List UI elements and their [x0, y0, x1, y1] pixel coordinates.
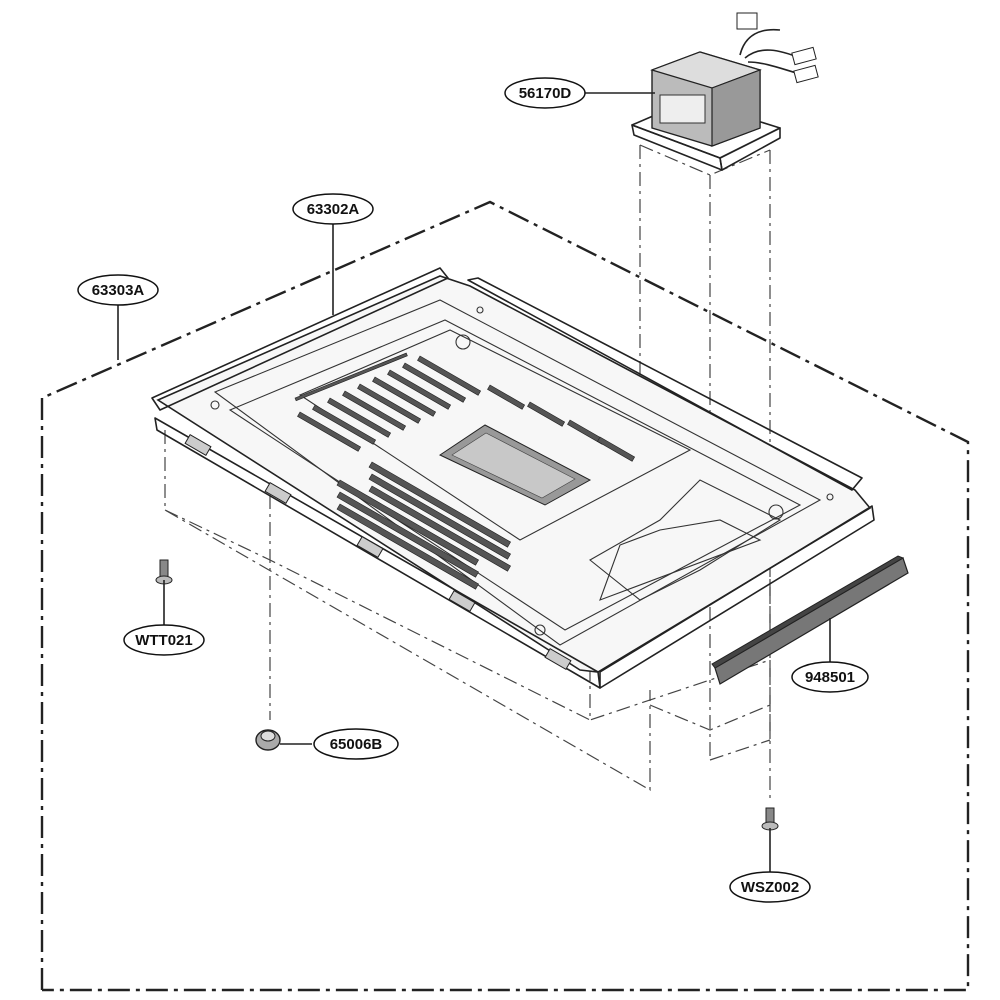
callout-948501: 948501 [791, 661, 869, 693]
leader-lines [117, 92, 831, 872]
base-plate [151, 267, 875, 689]
callout-label: 65006B [330, 736, 383, 753]
filter-strip [711, 555, 909, 685]
callout-WSZ002: WSZ002 [729, 871, 811, 903]
outer-case-outline [40, 200, 970, 992]
callout-label: WSZ002 [741, 879, 799, 896]
foot [255, 729, 281, 751]
callout-63302A: 63302A [292, 193, 374, 225]
callout-label: 63302A [307, 201, 360, 218]
callout-label: 948501 [805, 669, 855, 686]
callout-label: 63303A [92, 282, 145, 299]
callout-65006B: 65006B [313, 728, 399, 760]
callout-label: WTT021 [135, 632, 193, 649]
vent-slots [294, 352, 636, 590]
screw-right [761, 807, 779, 831]
callout-WTT021: WTT021 [123, 624, 205, 656]
transformer [631, 12, 819, 171]
callout-label: 56170D [519, 85, 572, 102]
callout-63303A: 63303A [77, 274, 159, 306]
mesh-grid [438, 424, 592, 506]
callout-56170D: 56170D [504, 77, 586, 109]
